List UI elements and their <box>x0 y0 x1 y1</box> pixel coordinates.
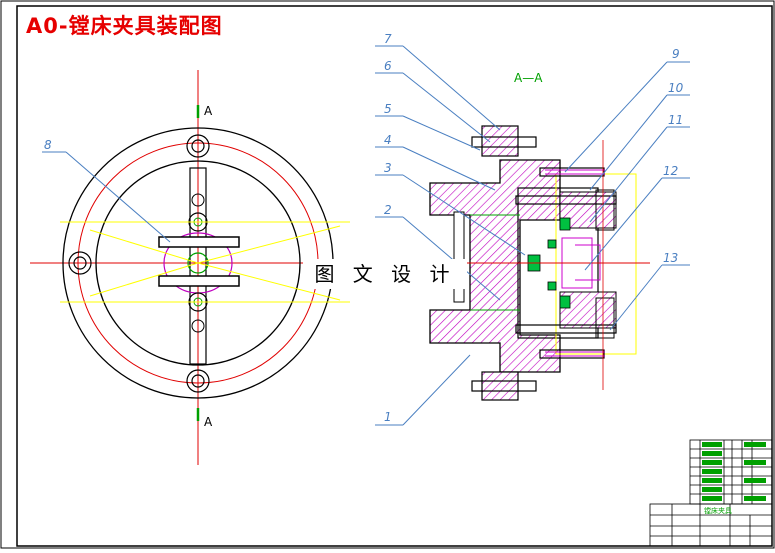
inner-frame <box>16 5 773 547</box>
callout-12: 12 <box>663 164 678 178</box>
callout-4: 4 <box>384 133 392 147</box>
callout-leaders <box>42 45 690 426</box>
callout-10: 10 <box>668 81 684 95</box>
callout-13: 13 <box>663 251 678 265</box>
callout-7: 7 <box>384 32 392 46</box>
callout-2: 2 <box>384 203 392 217</box>
section-mark-bottom: A <box>204 415 213 429</box>
callout-8: 8 <box>44 138 52 152</box>
callout-11: 11 <box>668 113 683 127</box>
callout-5: 5 <box>384 102 392 116</box>
parts-list-text: 镗床夹具 <box>702 442 766 515</box>
section-view: A—A <box>420 71 650 401</box>
page-title: A0-镗床夹具装配图 <box>26 14 223 38</box>
callout-9: 9 <box>672 47 680 61</box>
watermark-label: 图 文 设 计 <box>303 259 467 289</box>
callout-6: 6 <box>384 59 392 73</box>
section-view-label: A—A <box>514 71 543 85</box>
section-mark-top: A <box>204 104 213 118</box>
callout-numbers: 1 2 3 4 5 6 7 8 9 10 11 12 13 <box>44 32 684 424</box>
title-block <box>649 439 773 547</box>
callout-3: 3 <box>384 161 392 175</box>
callout-1: 1 <box>384 410 392 424</box>
title-block-name: 镗床夹具 <box>704 506 732 515</box>
